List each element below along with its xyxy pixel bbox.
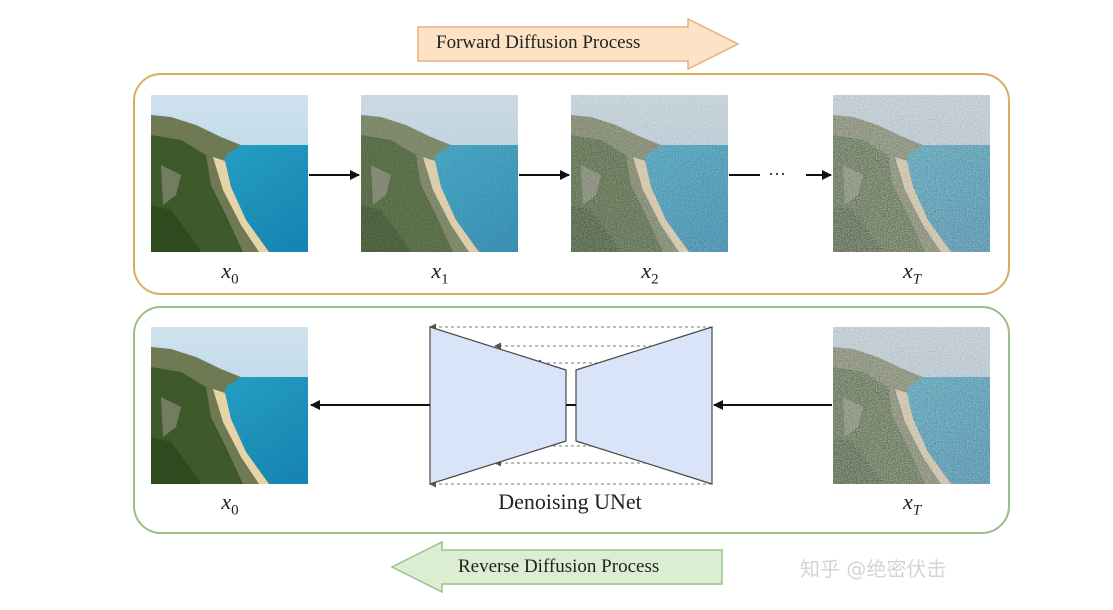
label-x0-reverse: x0	[221, 489, 239, 519]
image-x0-denoised	[151, 327, 308, 484]
image-x0-clean	[151, 95, 308, 252]
forward-process-arrow	[417, 17, 740, 71]
image-xT-noise	[833, 95, 990, 252]
image-x1-noisy	[361, 95, 518, 252]
label-x2: x2	[641, 258, 659, 288]
watermark: 知乎 @绝密伏击	[800, 557, 947, 581]
denoising-unet	[429, 323, 713, 488]
label-xT-forward: xT	[902, 258, 922, 288]
image-xT-input	[833, 327, 990, 484]
label-x0-forward: x0	[221, 258, 239, 288]
image-x2-noisy	[571, 95, 728, 252]
forward-process-label: Forward Diffusion Process	[436, 32, 641, 53]
reverse-process-arrow	[390, 540, 723, 594]
label-x1: x1	[431, 258, 449, 288]
label-xT-reverse: xT	[902, 489, 922, 519]
unet-label: Denoising UNet	[498, 489, 642, 514]
reverse-process-label: Reverse Diffusion Process	[458, 556, 660, 577]
unet-decoder	[575, 326, 713, 485]
ellipsis: ···	[768, 164, 786, 184]
unet-encoder	[429, 326, 567, 485]
